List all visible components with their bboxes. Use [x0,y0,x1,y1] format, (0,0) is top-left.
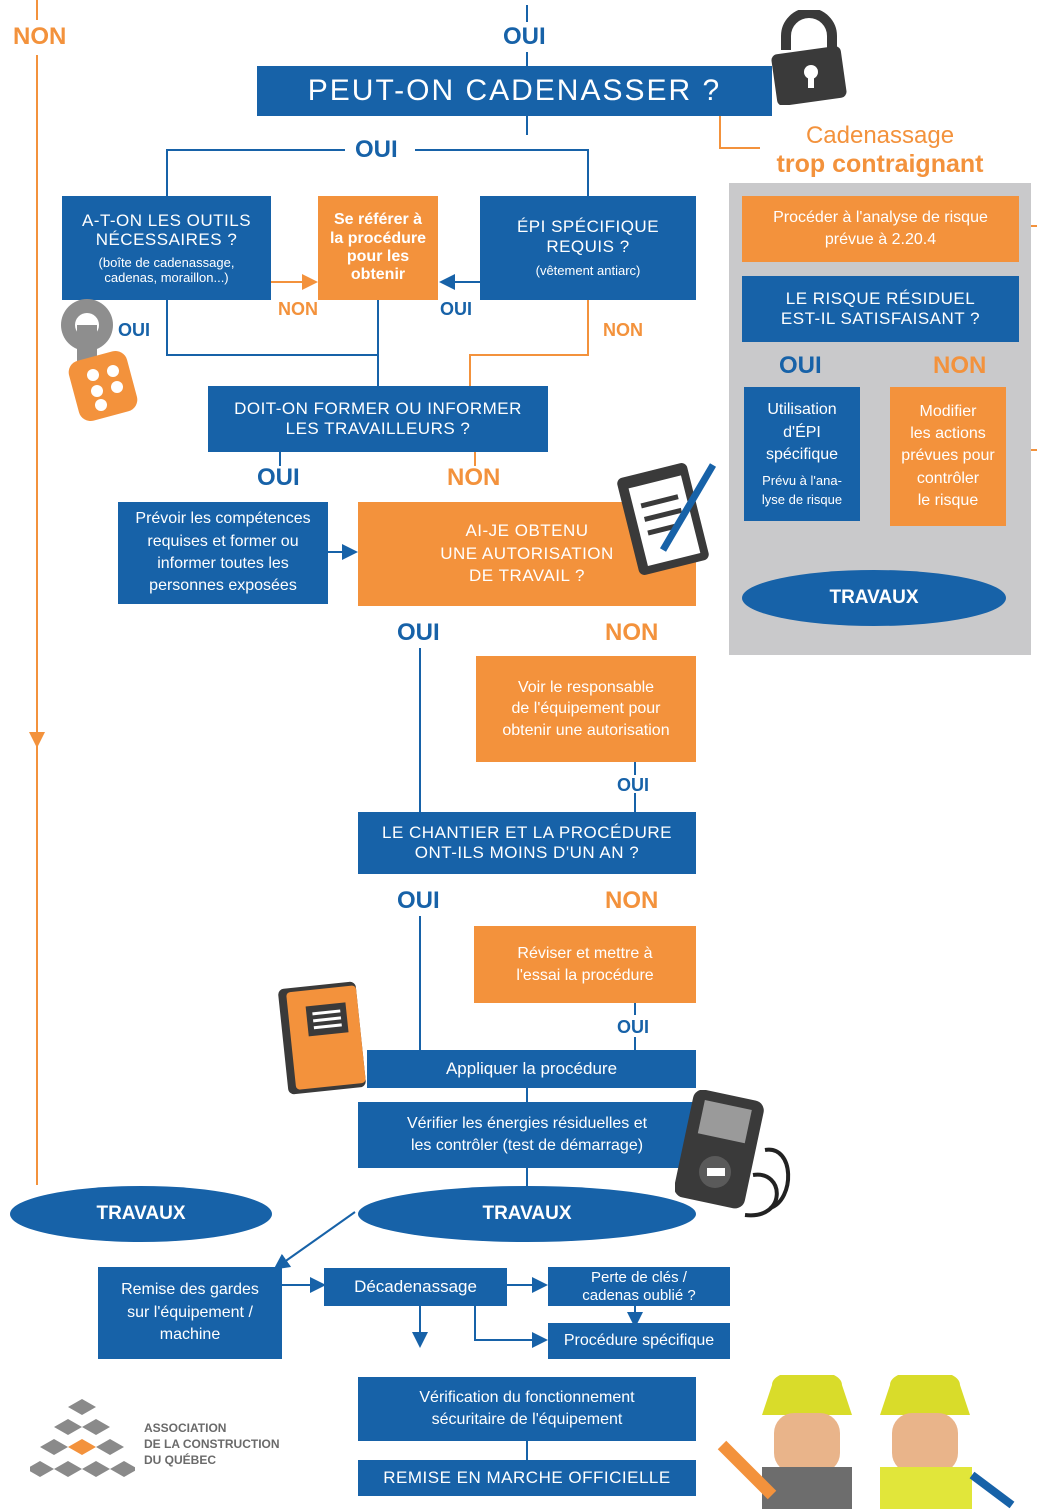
risk-analysis-box: Procéder à l'analyse de risque prévue à … [742,196,1019,262]
label-oui-train: OUI [257,464,300,491]
works-oval-center: TRAVAUX [358,1186,696,1242]
label-oui-top: OUI [503,23,546,50]
label-oui-manager: OUI [617,775,650,795]
clipboard-icon [617,463,717,575]
question-tools: A-T-ON LES OUTILS NÉCESSAIRES ? (boîte d… [62,196,271,300]
lockout-hasp-icon [61,299,138,422]
label-non-authorization: NON [605,619,659,646]
padlock-icon [771,10,847,105]
verify-energies-box: Vérifier les énergies résiduelles et les… [358,1102,696,1168]
revise-procedure-box: Réviser et mettre à l'essai la procédure [474,926,696,1003]
question-specific-ppe: ÉPI SPÉCIFIQUE REQUIS ? (vêtement antiar… [480,196,696,300]
apply-procedure-box: Appliquer la procédure [367,1050,696,1088]
replace-guards-box: Remise des gardes sur l'équipement / mac… [98,1267,282,1359]
question-site-age: LE CHANTIER ET LA PROCÉDURE ONT-ILS MOIN… [358,812,696,874]
lost-keys-box: Perte de clés / cadenas oublié ? [548,1267,730,1306]
label-non-ppe: NON [603,320,643,340]
workers-illustration [717,1375,1015,1509]
label-non-tools: NON [278,299,318,319]
modify-actions-box: Modifier les actions prévues pour contrô… [890,387,1006,526]
question-work-authorization: AI-JE OBTENU UNE AUTORISATION DE TRAVAIL… [358,502,696,606]
multimeter-icon [675,1090,791,1218]
question-can-lockout: PEUT-ON CADENASSER ? [257,66,772,116]
label-oui-ppe: OUI [440,299,473,319]
label-oui-authorization: OUI [397,619,440,646]
question-train-workers: DOIT-ON FORMER OU INFORMER LES TRAVAILLE… [208,386,548,452]
label-oui-tools: OUI [118,320,151,340]
official-restart-box: REMISE EN MARCHE OFFICIELLE [358,1460,696,1496]
label-non-train: NON [447,464,501,491]
acq-logo-text: ASSOCIATION DE LA CONSTRUCTION DU QUÉBEC [144,1421,280,1468]
label-non-site: NON [605,887,659,914]
plan-skills-box: Prévoir les compétences requises et form… [118,502,328,604]
refer-procedure-box: Se référer à la procédure pour les obten… [318,196,438,300]
unlocking-box: Décadenassage [324,1268,507,1306]
acq-logo-icon [30,1399,135,1477]
procedure-book-icon [278,981,366,1095]
works-oval-left: TRAVAUX [10,1186,272,1242]
check-operation-box: Vérification du fonctionnement sécuritai… [358,1377,696,1441]
use-specific-ppe-box: Utilisation d'ÉPI spécifique Prévu à l'a… [744,387,860,521]
label-oui-residual: OUI [779,352,822,379]
works-oval-panel: TRAVAUX [742,570,1006,626]
label-non-left: NON [13,23,67,50]
specific-procedure-box: Procédure spécifique [548,1323,730,1359]
label-oui-revise: OUI [617,1017,650,1037]
see-manager-box: Voir le responsable de l'équipement pour… [476,656,696,762]
label-oui-site: OUI [397,887,440,914]
label-non-residual: NON [933,352,987,379]
too-restrictive-label: Cadenassage trop contraignant [776,122,984,178]
label-oui-split: OUI [355,136,398,163]
question-residual-risk: LE RISQUE RÉSIDUEL EST-IL SATISFAISANT ? [742,276,1019,342]
